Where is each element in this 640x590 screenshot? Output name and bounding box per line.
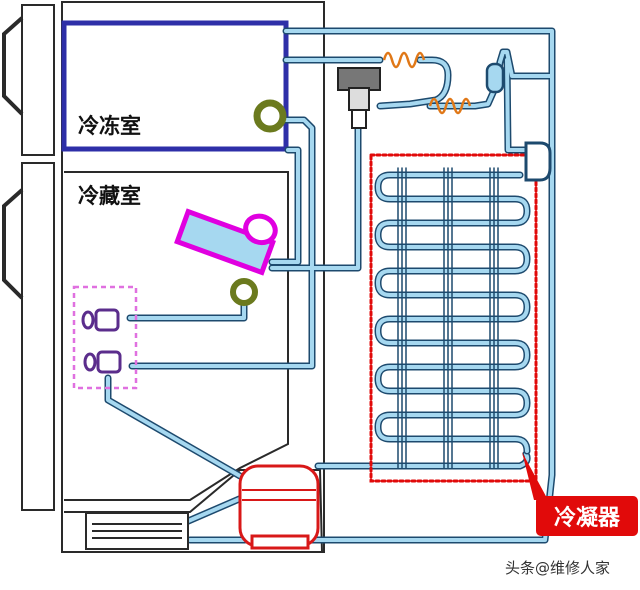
condenser-wires bbox=[397, 167, 499, 469]
solenoid-valve bbox=[174, 208, 278, 276]
condenser-pointer bbox=[522, 452, 548, 500]
fridge-label: 冷藏室 bbox=[78, 184, 141, 208]
fridge-door bbox=[21, 162, 55, 511]
valve-upper bbox=[81, 308, 120, 332]
condenser-dashed-box bbox=[369, 153, 538, 483]
freezer-label: 冷冻室 bbox=[78, 114, 141, 138]
freezer-door bbox=[21, 4, 55, 156]
freezer-evaporator-icon bbox=[253, 99, 287, 133]
condenser-label: 冷凝器 bbox=[536, 496, 638, 536]
fridge-door-handle bbox=[2, 188, 24, 300]
refrigerant-pipe-fill bbox=[106, 29, 554, 542]
capillary-tube bbox=[382, 51, 472, 115]
capillary-spring-lower bbox=[428, 97, 472, 115]
cabinet-body bbox=[61, 1, 325, 553]
freezer-door-handle bbox=[2, 16, 24, 116]
watermark: 头条@维修人家 bbox=[505, 559, 611, 577]
refrigerant-piping bbox=[104, 27, 556, 544]
filter-drier bbox=[485, 62, 552, 182]
fridge-liner bbox=[64, 171, 289, 501]
valve-lower bbox=[83, 350, 122, 374]
compressor bbox=[238, 464, 320, 550]
condenser-serpentine-fill bbox=[375, 173, 530, 453]
capillary-spring-upper bbox=[382, 51, 426, 69]
fridge-evaporator-icon bbox=[230, 278, 258, 306]
condenser-coil bbox=[369, 153, 538, 483]
machine-grille bbox=[85, 512, 189, 550]
freezer-compartment bbox=[61, 20, 289, 152]
three-way-valve bbox=[337, 67, 381, 129]
valve-group-box bbox=[72, 285, 138, 390]
cabinet bbox=[2, 1, 325, 553]
